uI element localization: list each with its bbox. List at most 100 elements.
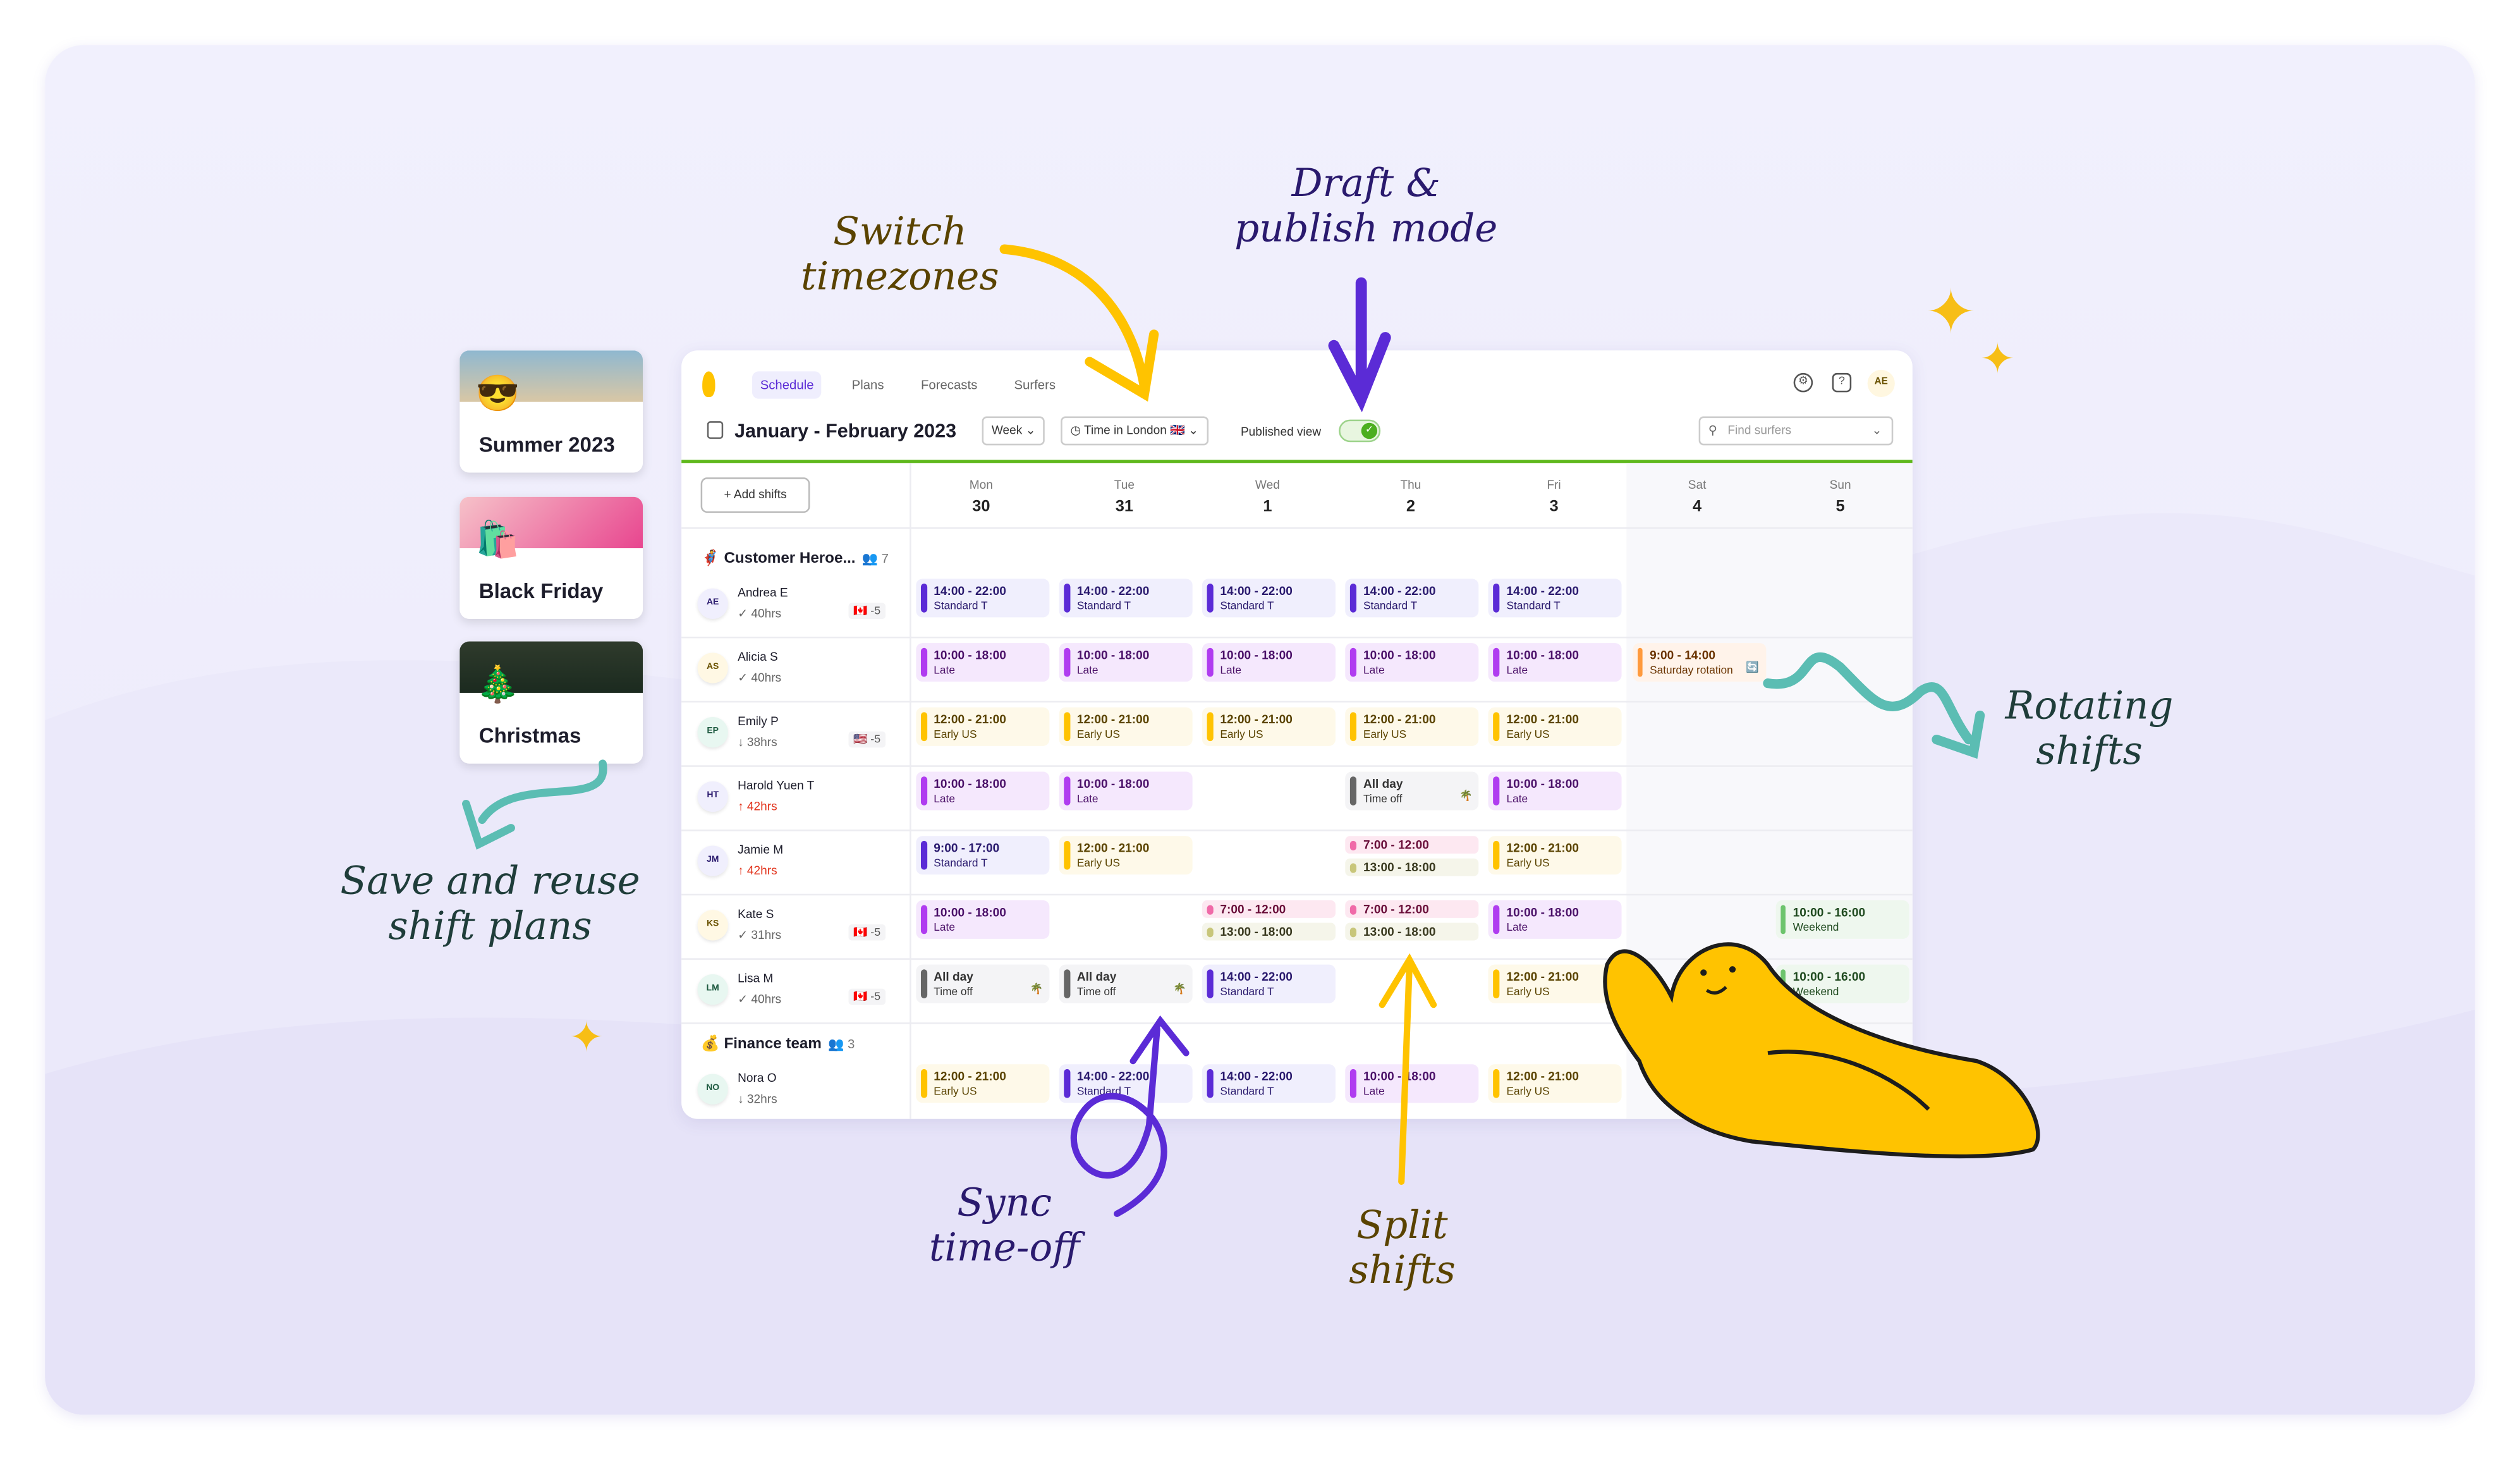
split-dot bbox=[1350, 862, 1357, 873]
shift-plan-card[interactable]: 🎄Christmas bbox=[460, 641, 643, 764]
published-indicator-line bbox=[681, 460, 1913, 463]
person-name[interactable]: Jamie M bbox=[738, 842, 784, 857]
tab-schedule[interactable]: Schedule bbox=[752, 371, 822, 399]
avatar: HT bbox=[697, 781, 728, 812]
plan-label: Summer 2023 bbox=[478, 432, 615, 457]
help-chat-icon[interactable]: ? bbox=[1832, 372, 1852, 393]
calendar-icon bbox=[707, 421, 724, 439]
day-name: Thu bbox=[1400, 477, 1421, 493]
day-name: Wed bbox=[1255, 477, 1280, 493]
shift-time: 10:00 - 18:00 bbox=[1076, 776, 1150, 792]
split-shift-block[interactable]: 7:00 - 12:00 bbox=[1202, 900, 1336, 918]
shift-color-bar bbox=[1494, 840, 1500, 870]
person-name[interactable]: Kate S bbox=[738, 907, 774, 921]
shift-color-bar bbox=[1064, 712, 1070, 742]
person-name[interactable]: Alicia S bbox=[738, 649, 778, 665]
tab-plans[interactable]: Plans bbox=[851, 377, 884, 393]
view-select[interactable]: Week ⌄ bbox=[982, 416, 1045, 446]
person-name[interactable]: Andrea E bbox=[738, 585, 788, 600]
split-shift-block[interactable]: 13:00 - 18:00 bbox=[1345, 922, 1480, 941]
published-toggle[interactable]: ✓ bbox=[1339, 419, 1381, 443]
shift-color-bar bbox=[1064, 776, 1070, 806]
gear-icon[interactable]: ⚙ bbox=[1793, 372, 1813, 393]
person-name[interactable]: Harold Yuen T bbox=[738, 778, 815, 793]
shift-name: Late bbox=[934, 794, 955, 806]
tab-surfers[interactable]: Surfers bbox=[1014, 377, 1056, 393]
note-sync-timeoff: Sync time-off bbox=[928, 1180, 1080, 1270]
find-surfers-select[interactable]: ⚲ Find surfers ⌄ bbox=[1698, 416, 1894, 446]
avatar: AE bbox=[697, 588, 728, 619]
add-shifts-button[interactable]: + Add shifts bbox=[700, 477, 810, 513]
shift-color-bar bbox=[1207, 584, 1213, 613]
timezone-select[interactable]: ◷ Time in London 🇬🇧 ⌄ bbox=[1061, 416, 1208, 446]
find-surfers-placeholder: Find surfers bbox=[1727, 422, 1792, 438]
hours-status: ✓ 40hrs bbox=[738, 670, 782, 685]
split-shift-block[interactable]: 13:00 - 18:00 bbox=[1345, 858, 1480, 876]
person-name[interactable]: Nora O bbox=[738, 1070, 777, 1086]
shift-plan-card[interactable]: 😎Summer 2023 bbox=[460, 350, 643, 473]
shift-time: 12:00 - 21:00 bbox=[1506, 712, 1580, 727]
shift-plan-card[interactable]: 🛍️Black Friday bbox=[460, 496, 643, 619]
split-dot bbox=[1350, 840, 1357, 850]
person-name[interactable]: Lisa M bbox=[738, 971, 774, 986]
group-emoji: 💰 bbox=[700, 1035, 720, 1053]
shift-time: 10:00 - 16:00 bbox=[1793, 969, 1866, 984]
split-shift-block[interactable]: 7:00 - 12:00 bbox=[1345, 900, 1480, 918]
split-shift-block[interactable]: 7:00 - 12:00 bbox=[1345, 836, 1480, 854]
shift-name: Early US bbox=[1220, 730, 1263, 742]
user-avatar[interactable]: AE bbox=[1867, 369, 1895, 398]
shift-time: 10:00 - 18:00 bbox=[1220, 647, 1293, 663]
shift-name: Standard T bbox=[934, 601, 988, 613]
tab-forecasts[interactable]: Forecasts bbox=[920, 377, 978, 393]
person-name[interactable]: Emily P bbox=[738, 713, 779, 728]
shift-color-bar bbox=[1064, 840, 1070, 870]
shift-name: Early US bbox=[1506, 1086, 1550, 1098]
hours-status: ↑ 42hrs bbox=[738, 863, 777, 878]
plan-label: Christmas bbox=[478, 723, 581, 748]
shift-color-bar bbox=[920, 712, 927, 742]
shift-color-bar bbox=[920, 969, 927, 999]
split-dot bbox=[1207, 926, 1214, 937]
split-shift-block[interactable]: 13:00 - 18:00 bbox=[1202, 922, 1336, 941]
shift-time: All day bbox=[934, 969, 973, 984]
shift-name: Early US bbox=[1506, 858, 1550, 870]
schedule-app-window: Schedule Plans Forecasts Surfers ⚙ ? AE … bbox=[681, 350, 1913, 1119]
shift-time: 14:00 - 22:00 bbox=[1076, 1069, 1150, 1084]
